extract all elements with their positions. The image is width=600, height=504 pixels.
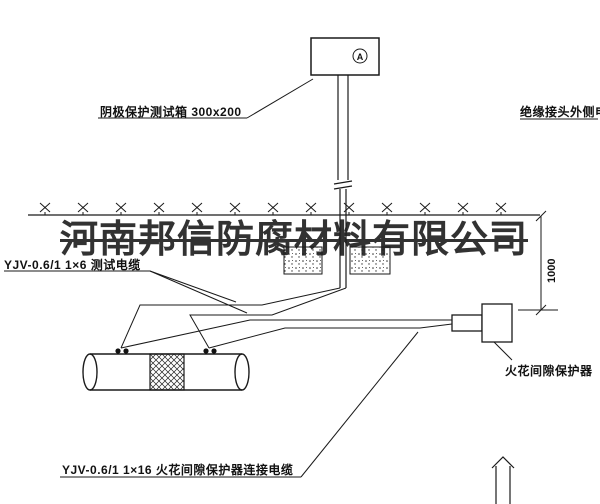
concrete-blocks [283,246,391,275]
ammeter-circle-icon [352,48,368,64]
protector-cables [120,319,453,349]
pipeline [82,348,250,391]
leader-lines [4,78,598,478]
test-cable-label: YJV-0.6/1 1×6 测试电缆 [4,258,141,272]
cable-weld-points [115,348,217,354]
ground-hatch [39,202,507,216]
insulating-joint [149,353,185,391]
spark-gap-protector-label: 火花间隙保护器 [505,364,593,378]
riser-height-dimension: 1000 [546,258,558,283]
test-box: A [310,37,380,76]
connection-cable-label: YJV-0.6/1 1×16 火花间隙保护器连接电缆 [62,463,294,477]
outer-cable-label: 绝缘接头外侧电缆 [520,105,600,119]
pipe-break-symbol [491,456,515,504]
test-box-label: 阴极保护测试箱 300x200 [100,105,242,119]
riser-conduit [333,75,353,288]
test-cables [120,287,347,349]
ammeter-symbol: A [357,52,364,62]
spark-gap-protector [451,303,513,343]
dimension-1000 [518,210,558,316]
